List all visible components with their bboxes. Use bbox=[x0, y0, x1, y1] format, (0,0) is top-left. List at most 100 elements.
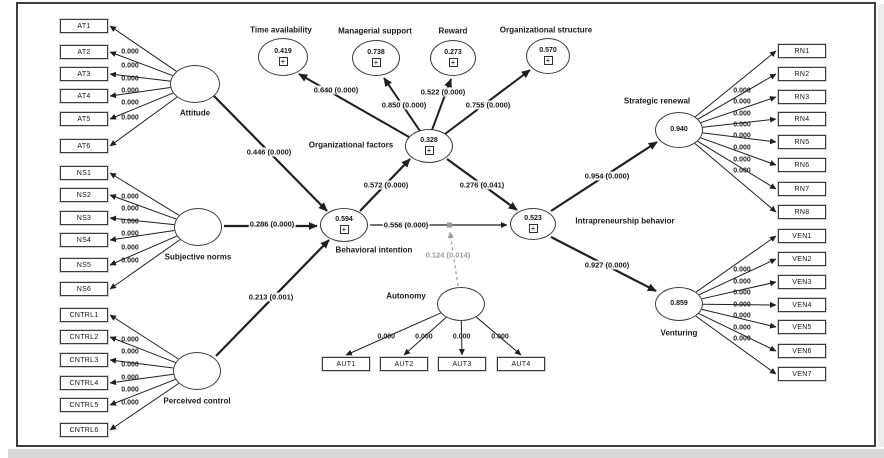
indicator-box-VEN5: VEN5 bbox=[778, 320, 826, 334]
loading-value-CNTRL4: 0.000 bbox=[121, 374, 139, 382]
loading-arrow-VEN6 bbox=[698, 313, 777, 352]
loading-value-VEN1: 0.000 bbox=[733, 266, 751, 274]
loading-value-RN2: 0.000 bbox=[733, 98, 751, 106]
latent-value-behavioral_intention: 0.594 bbox=[335, 216, 353, 223]
latent-label-autonomy: Autonomy bbox=[386, 291, 426, 301]
indicator-box-AT4: AT4 bbox=[60, 89, 108, 103]
latent-organizational_structure: 0.570+ bbox=[526, 38, 570, 74]
indicator-box-RN5: RN5 bbox=[778, 135, 826, 149]
loading-arrow-VEN5 bbox=[701, 308, 777, 329]
indicator-box-VEN6: VEN6 bbox=[778, 344, 826, 358]
latent-label-behavioral_intention: Behavioral intention bbox=[335, 245, 413, 255]
indicator-box-AUT2: AUT2 bbox=[380, 357, 428, 371]
latent-value-reward: 0.273 bbox=[444, 49, 462, 56]
loading-arrow-NS1 bbox=[109, 172, 180, 216]
loading-arrow-VEN3 bbox=[701, 280, 777, 300]
path-coefficient-11: 0.927 (0.000) bbox=[583, 260, 631, 270]
loading-value-VEN6: 0.000 bbox=[733, 324, 751, 331]
loading-value-CNTRL6: 0.000 bbox=[121, 399, 139, 407]
loading-value-NS5: 0.000 bbox=[121, 244, 139, 252]
loading-arrow-AT3 bbox=[109, 71, 171, 82]
indicator-box-AT1: AT1 bbox=[60, 19, 108, 33]
loading-value-NS6: 0.000 bbox=[121, 257, 139, 265]
loading-arrow-AT1 bbox=[109, 25, 177, 72]
loading-arrow-RN3 bbox=[700, 96, 777, 124]
loading-value-AUT1: 0.000 bbox=[377, 333, 396, 341]
latent-strategic_renewal: 0.940 bbox=[655, 112, 703, 148]
loading-arrow-AUT2 bbox=[403, 316, 447, 356]
indicator-box-RN1: RN1 bbox=[778, 44, 826, 58]
indicator-box-NS5: NS5 bbox=[60, 258, 108, 272]
loading-value-VEN3: 0.000 bbox=[733, 289, 751, 297]
indicator-box-NS4: NS4 bbox=[60, 233, 108, 247]
indicator-box-NS6: NS6 bbox=[60, 282, 108, 296]
latent-reward: 0.273 + bbox=[430, 40, 476, 76]
latent-label-intrapreneurship_behavior: Intrapreneurship behavior bbox=[575, 216, 675, 226]
path-coefficient-0: 0.446 (0.000) bbox=[245, 147, 293, 157]
indicator-box-CNTRL6: CNTRL6 bbox=[60, 423, 108, 437]
loading-arrow-RN4 bbox=[702, 116, 777, 128]
latent-label-organizational_structure: Organizational structure bbox=[499, 25, 593, 35]
loading-arrow-RN7 bbox=[697, 140, 777, 190]
loading-value-VEN2: 0.000 bbox=[733, 278, 751, 285]
loading-value-AT5: 0.000 bbox=[121, 99, 139, 107]
loading-arrow-NS4 bbox=[109, 229, 175, 243]
loading-arrow-VEN7 bbox=[695, 315, 777, 375]
loading-value-CNTRL2: 0.000 bbox=[121, 348, 139, 356]
expand-plus-icon: + bbox=[448, 58, 458, 67]
loading-arrow-CNTRL2 bbox=[109, 336, 176, 364]
loading-arrow-RN1 bbox=[694, 50, 777, 118]
latent-label-reward: Reward bbox=[438, 26, 468, 36]
latent-value-managerial_support: 0.738 bbox=[367, 49, 385, 56]
latent-label-subjective_norms: Subjective norms bbox=[164, 252, 232, 262]
indicator-box-CNTRL3: CNTRL3 bbox=[60, 353, 108, 367]
indicator-box-CNTRL1: CNTRL1 bbox=[60, 308, 108, 322]
loading-arrow-NS3 bbox=[109, 215, 175, 226]
indicator-box-CNTRL2: CNTRL2 bbox=[60, 330, 108, 344]
latent-intrapreneurship_behavior: 0.523+ bbox=[510, 208, 556, 240]
indicator-box-VEN7: VEN7 bbox=[778, 367, 826, 381]
latent-value-organizational_factors: 0.328 bbox=[420, 137, 438, 144]
loading-arrow-NS6 bbox=[109, 239, 181, 290]
indicator-box-RN6: RN6 bbox=[778, 158, 826, 172]
latent-behavioral_intention: 0.594 + bbox=[320, 208, 368, 242]
moderation-anchor-dot bbox=[447, 222, 452, 228]
latent-subjective_norms bbox=[174, 208, 222, 246]
path-coefficient-8: 0.276 (0.041) bbox=[458, 180, 506, 190]
loading-arrow-AT6 bbox=[109, 96, 178, 147]
indicator-box-NS2: NS2 bbox=[60, 188, 108, 202]
indicator-box-VEN1: VEN1 bbox=[778, 229, 826, 243]
loading-value-NS1: 0.000 bbox=[121, 193, 139, 201]
loading-value-RN7: 0.000 bbox=[733, 156, 751, 163]
latent-autonomy bbox=[437, 287, 485, 321]
expand-plus-icon: + bbox=[543, 56, 553, 65]
loading-arrow-AUT3 bbox=[458, 320, 465, 356]
loading-value-NS3: 0.000 bbox=[121, 218, 139, 226]
loading-value-NS2: 0.000 bbox=[121, 205, 139, 213]
loading-value-CNTRL5: 0.000 bbox=[121, 386, 139, 394]
loading-value-AUT4: 0.000 bbox=[491, 333, 509, 341]
expand-plus-icon: + bbox=[339, 225, 349, 234]
loading-value-VEN4: 0.000 bbox=[733, 301, 751, 308]
latent-venturing: 0.859 bbox=[655, 287, 703, 321]
loading-value-AT2: 0.000 bbox=[121, 62, 139, 70]
expand-plus-icon: + bbox=[424, 146, 434, 155]
loading-arrow-VEN4 bbox=[702, 301, 777, 308]
latent-managerial_support: 0.738+ bbox=[352, 40, 400, 76]
latent-attitude bbox=[170, 65, 220, 103]
loading-value-RN4: 0.000 bbox=[733, 121, 751, 128]
indicator-box-AT5: AT5 bbox=[60, 112, 108, 126]
path-coefficient-6: 0.522 (0.000) bbox=[419, 87, 467, 97]
loading-arrow-AT4 bbox=[109, 86, 171, 99]
indicator-box-RN2: RN2 bbox=[778, 67, 826, 81]
latent-label-perceived_control: Perceived control bbox=[163, 396, 231, 406]
loading-arrow-NS2 bbox=[109, 194, 177, 220]
loading-value-VEN5: 0.000 bbox=[733, 312, 751, 319]
loading-value-RN3: 0.000 bbox=[733, 110, 751, 117]
loading-arrow-VEN2 bbox=[698, 258, 777, 296]
loading-value-VEN7: 0.000 bbox=[733, 335, 751, 343]
loading-arrow-AT2 bbox=[109, 51, 173, 77]
loading-value-RN5: 0.000 bbox=[733, 132, 751, 140]
loading-value-NS4: 0.000 bbox=[121, 230, 139, 238]
